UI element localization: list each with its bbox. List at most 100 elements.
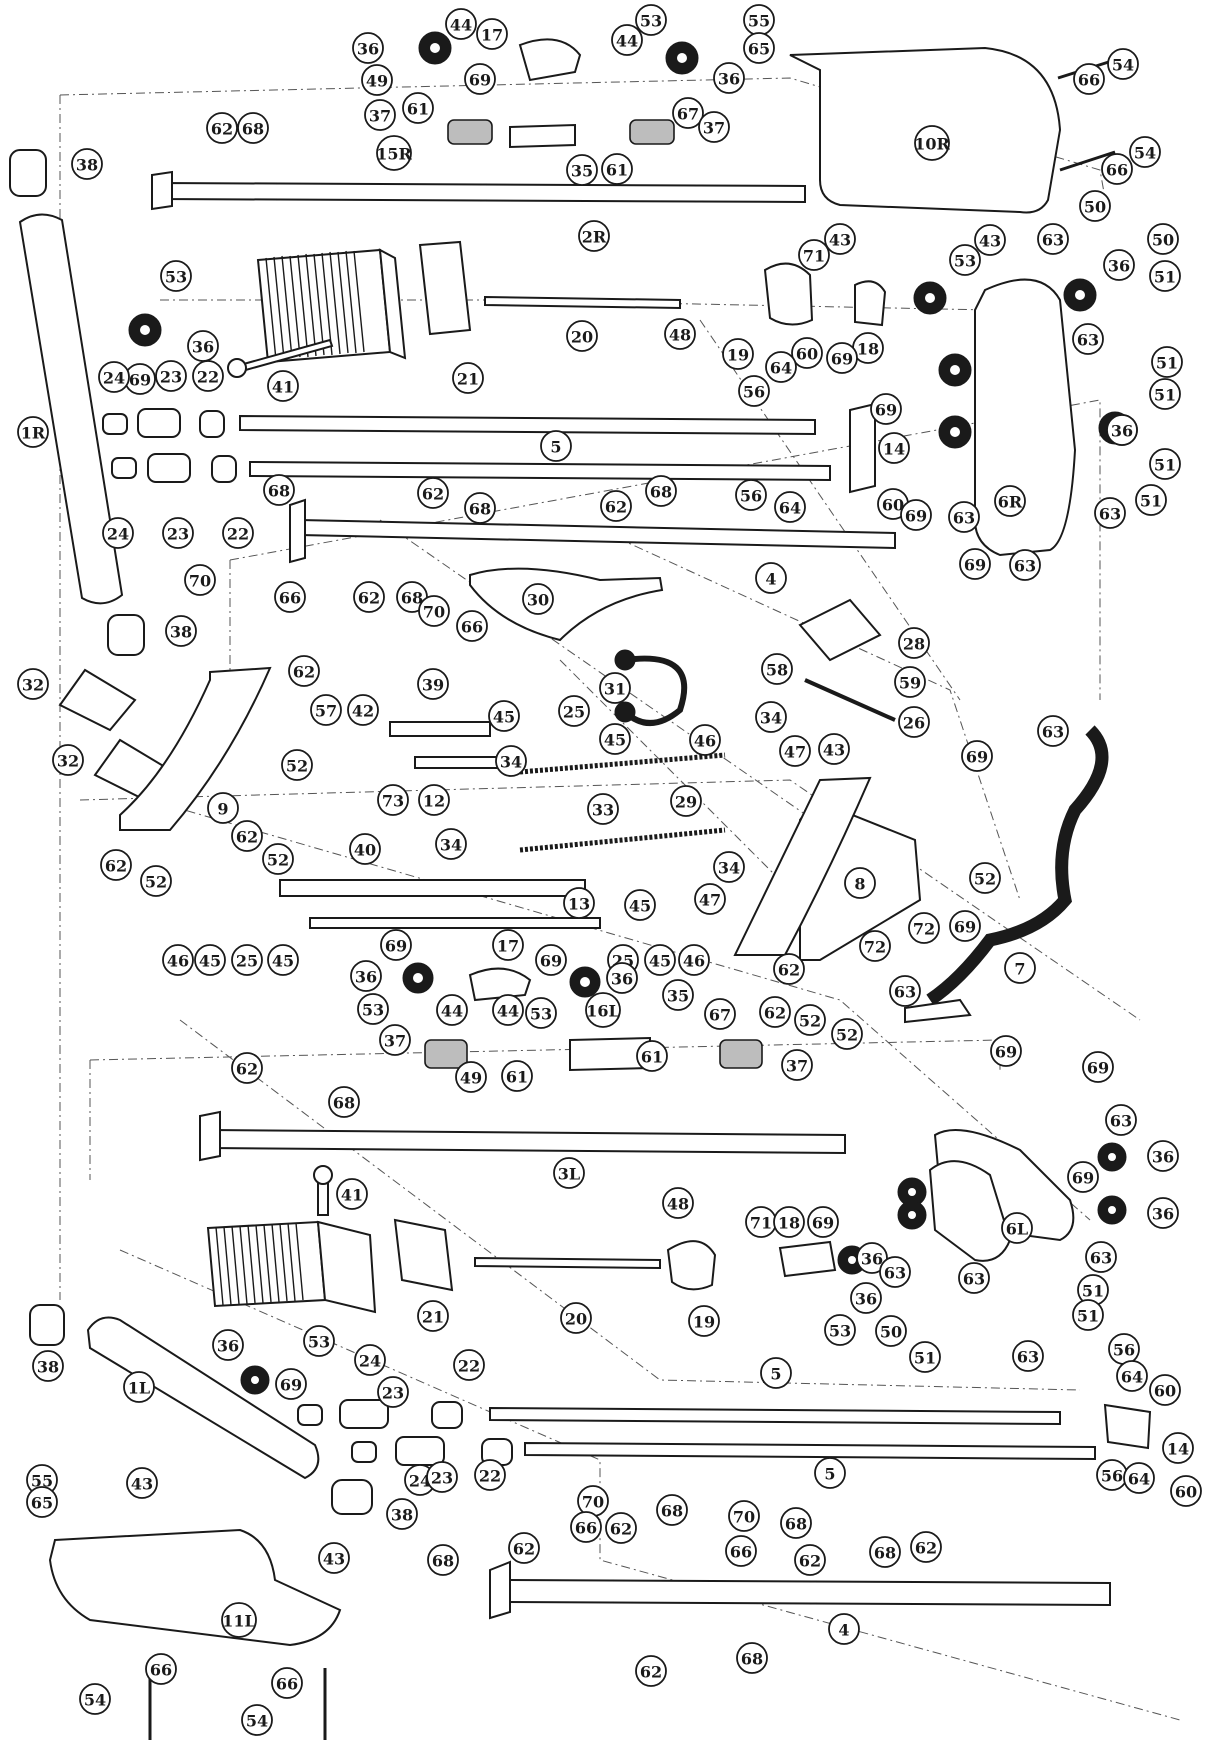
callout-14: 14 bbox=[878, 432, 910, 464]
callout-label: 69 bbox=[875, 401, 897, 420]
callout-label: 18 bbox=[778, 1214, 800, 1233]
chain-33-a bbox=[519, 752, 726, 775]
callout-label: 68 bbox=[268, 482, 290, 501]
callout-label: 68 bbox=[469, 500, 491, 519]
end-cap-38-a bbox=[9, 149, 47, 197]
roller-37-right-a bbox=[447, 119, 493, 145]
callout-label: 62 bbox=[358, 589, 380, 608]
bar-40 bbox=[279, 879, 586, 897]
callout-63: 63 bbox=[1009, 549, 1041, 581]
callout-43: 43 bbox=[318, 1542, 350, 1574]
callout-label: 38 bbox=[391, 1506, 413, 1525]
callout-45: 45 bbox=[644, 944, 676, 976]
callout-label: 51 bbox=[1082, 1282, 1104, 1301]
callout-53: 53 bbox=[824, 1314, 856, 1346]
callout-label: 7 bbox=[1014, 960, 1025, 979]
callout-label: 23 bbox=[382, 1384, 404, 1403]
callout-34: 34 bbox=[495, 745, 527, 777]
callout-69: 69 bbox=[900, 499, 932, 531]
guide-rod-5-right-upper bbox=[239, 414, 816, 436]
callout-label: 44 bbox=[450, 16, 472, 35]
callout-label: 62 bbox=[640, 1663, 662, 1682]
callout-43: 43 bbox=[818, 733, 850, 765]
callout-62: 62 bbox=[417, 477, 449, 509]
callout-label: 63 bbox=[894, 983, 916, 1002]
callout-23: 23 bbox=[155, 360, 187, 392]
pin-41-right-knob bbox=[227, 358, 247, 378]
callout-48: 48 bbox=[662, 1187, 694, 1219]
callout-label: 61 bbox=[506, 1068, 528, 1087]
callout-63: 63 bbox=[1094, 497, 1126, 529]
callout-label: 69 bbox=[954, 918, 976, 937]
callout-label: 43 bbox=[131, 1475, 153, 1494]
callout-37: 37 bbox=[698, 111, 730, 143]
callout-label: 17 bbox=[497, 937, 519, 956]
callout-label: 49 bbox=[460, 1069, 482, 1088]
callout-label: 44 bbox=[441, 1002, 463, 1021]
callout-46: 46 bbox=[689, 724, 721, 756]
callout-50: 50 bbox=[1147, 223, 1179, 255]
callout-56: 56 bbox=[735, 479, 767, 511]
callout-label: 5 bbox=[824, 1465, 835, 1484]
callout-label: 62 bbox=[778, 961, 800, 980]
base-4-right bbox=[299, 518, 896, 550]
callout-50: 50 bbox=[1079, 190, 1111, 222]
selector-rod-20-left bbox=[474, 1256, 661, 1270]
callout-label: 52 bbox=[267, 851, 289, 870]
callout-label: 66 bbox=[279, 589, 301, 608]
callout-6l: 6L bbox=[1001, 1212, 1033, 1244]
callout-38: 38 bbox=[386, 1498, 418, 1530]
callout-56: 56 bbox=[738, 375, 770, 407]
callout-label: 70 bbox=[189, 572, 211, 591]
bracket-18-right bbox=[854, 280, 887, 327]
callout-62: 62 bbox=[759, 996, 791, 1028]
callout-label: 57 bbox=[315, 702, 337, 721]
callout-62: 62 bbox=[100, 849, 132, 881]
callout-68: 68 bbox=[645, 475, 677, 507]
callout-label: 69 bbox=[831, 350, 853, 369]
callout-label: 63 bbox=[963, 1270, 985, 1289]
callout-label: 36 bbox=[357, 40, 379, 59]
end-cap-38-c bbox=[29, 1304, 65, 1346]
callout-label: 25 bbox=[563, 703, 585, 722]
callout-60: 60 bbox=[791, 337, 823, 369]
callout-label: 63 bbox=[1042, 723, 1064, 742]
support-9 bbox=[119, 666, 272, 831]
callout-54: 54 bbox=[1129, 136, 1161, 168]
base-4-left bbox=[499, 1578, 1111, 1607]
pulleys-left bbox=[240, 1142, 1127, 1395]
callout-65: 65 bbox=[743, 32, 775, 64]
callout-51: 51 bbox=[1149, 378, 1181, 410]
roller-37-left-b bbox=[719, 1039, 763, 1069]
callout-label: 68 bbox=[432, 1552, 454, 1571]
callout-label: 1R bbox=[21, 424, 46, 443]
callout-label: 36 bbox=[355, 968, 377, 987]
callout-29: 29 bbox=[670, 785, 702, 817]
callout-63: 63 bbox=[958, 1262, 990, 1294]
callout-20: 20 bbox=[560, 1302, 592, 1334]
selector-rod-20-right bbox=[484, 295, 681, 310]
callout-25: 25 bbox=[231, 944, 263, 976]
base-4-left-plate bbox=[489, 1560, 511, 1620]
weight-stack-right bbox=[256, 248, 407, 364]
callout-15r: 15R bbox=[376, 135, 412, 171]
callout-label: 34 bbox=[718, 859, 740, 878]
upright-1l bbox=[86, 1316, 320, 1480]
callout-45: 45 bbox=[267, 944, 299, 976]
callout-label: 62 bbox=[105, 857, 127, 876]
callout-label: 43 bbox=[823, 741, 845, 760]
callout-61: 61 bbox=[636, 1040, 668, 1072]
callout-61: 61 bbox=[501, 1060, 533, 1092]
callout-36: 36 bbox=[850, 1282, 882, 1314]
callout-label: 56 bbox=[740, 487, 762, 506]
callout-68: 68 bbox=[263, 474, 295, 506]
callout-label: 35 bbox=[571, 162, 593, 181]
callout-label: 65 bbox=[748, 40, 770, 59]
callout-label: 59 bbox=[899, 674, 921, 693]
callout-label: 51 bbox=[1154, 268, 1176, 287]
callout-label: 4 bbox=[765, 570, 776, 589]
frame-7-foot bbox=[904, 998, 972, 1024]
guide-rod-5-right-lower bbox=[249, 460, 831, 482]
callout-66: 66 bbox=[1101, 153, 1133, 185]
frame-7 bbox=[926, 725, 1109, 1006]
